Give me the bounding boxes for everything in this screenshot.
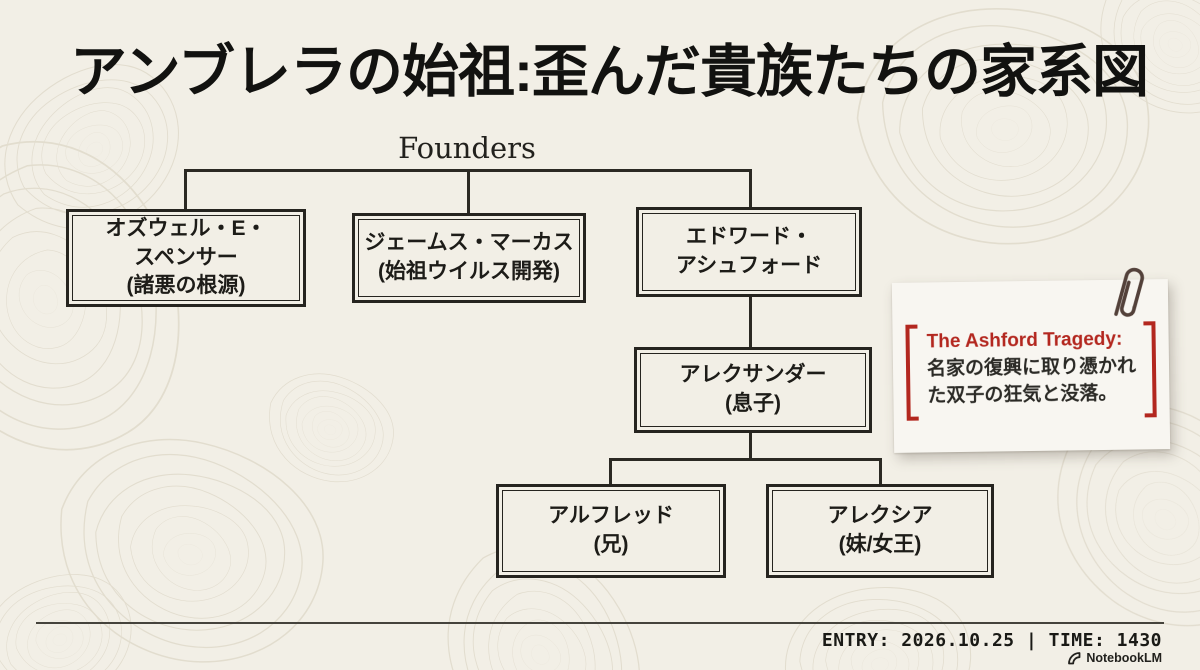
node-line: (妹/女王) [838, 533, 922, 556]
node-line: (兄) [593, 533, 629, 556]
tree-node-edward: エドワード・ アシュフォード [636, 207, 862, 297]
connector-alexander-stub [749, 431, 752, 460]
tree-node-alexia: アレクシア (妹/女王) [766, 484, 994, 578]
note-bracket-right [1143, 321, 1157, 418]
node-line: アシュフォード [675, 254, 823, 277]
footer-brand-label: NotebookLM [1086, 651, 1162, 665]
node-line: アレクシア [827, 504, 933, 528]
footer-brand: NotebookLM [1068, 651, 1162, 665]
connector-children-horizontal [610, 458, 882, 461]
connector-to-edward [749, 169, 752, 210]
connector-to-spencer [184, 169, 187, 212]
notebooklm-logo-icon [1068, 651, 1081, 664]
founders-label: Founders [398, 131, 536, 165]
node-line: (諸悪の根源) [126, 274, 246, 298]
node-line: ジェームス・マーカス [364, 231, 574, 255]
ashford-tragedy-note: The Ashford Tragedy: 名家の復興に取り憑かれ た双子の狂気と… [891, 267, 1171, 453]
connector-edward-alexander [749, 295, 752, 349]
node-line: アルフレッド [548, 504, 674, 528]
note-heading: The Ashford Tragedy: [926, 328, 1123, 353]
note-text: The Ashford Tragedy: 名家の復興に取り憑かれ た双子の狂気と… [926, 327, 1137, 411]
note-bracket-left [905, 324, 919, 421]
note-body-line: た双子の狂気と没落。 [927, 382, 1118, 407]
paperclip-icon [1114, 267, 1145, 317]
node-line: スペンサー [134, 245, 238, 269]
tree-node-alexander: アレクサンダー (息子) [634, 347, 872, 433]
node-line: オズウェル・E・ [105, 216, 267, 240]
footer-divider [36, 622, 1164, 624]
node-line: アレクサンダー [679, 363, 827, 387]
connector-to-alexia [879, 458, 882, 486]
tree-node-spencer: オズウェル・E・ スペンサー (諸悪の根源) [66, 209, 306, 307]
node-line: エドワード・ [686, 225, 812, 249]
note-body-line: 名家の復興に取り憑かれ [926, 355, 1137, 380]
footer-entry-text: ENTRY: 2026.10.25 | TIME: 1430 [821, 630, 1162, 651]
page-title: アンブレラの始祖:歪んだ貴族たちの家系図 [70, 40, 1149, 104]
connector-to-alfred [609, 458, 612, 486]
tree-node-alfred: アルフレッド (兄) [496, 484, 726, 578]
tree-node-marcus: ジェームス・マーカス (始祖ウイルス開発) [352, 213, 586, 303]
node-line: (始祖ウイルス開発) [378, 260, 560, 283]
node-line: (息子) [725, 392, 781, 415]
connector-to-marcus [467, 169, 470, 215]
